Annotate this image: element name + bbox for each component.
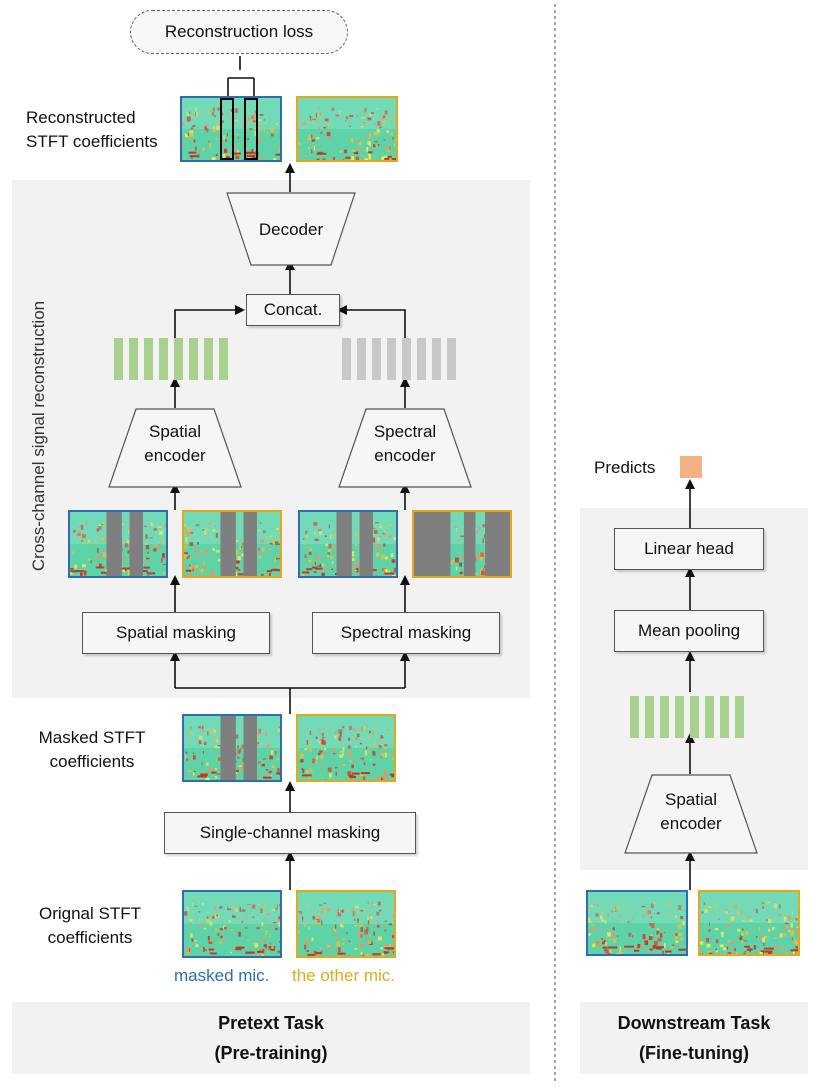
feature-token	[675, 696, 684, 738]
feature-token	[189, 338, 198, 380]
downstream-caption: Downstream Task (Fine-tuning)	[617, 1013, 771, 1063]
mean-pooling-label: Mean pooling	[637, 621, 741, 640]
pretext-caption: Pretext Task (Pre-training)	[214, 1013, 328, 1063]
spectral-encoder-shape	[338, 408, 472, 488]
feature-token	[630, 696, 639, 738]
feature-token	[342, 338, 351, 380]
decoder-shape	[226, 192, 356, 266]
decoder-label: Decoder	[258, 220, 324, 239]
pretext-caption-panel	[12, 1002, 530, 1074]
single-channel-masking-label: Single-channel masking	[199, 823, 381, 842]
predicts-label: Predicts	[594, 458, 656, 477]
concat-box: Concat.	[246, 294, 340, 326]
downstream-spatial-encoder-shape	[624, 774, 758, 854]
spectral-encoder-label: Spectral encoder	[373, 422, 437, 465]
masked-stft-label: Masked STFT coefficients	[38, 728, 146, 771]
mean-pooling-box: Mean pooling	[614, 610, 764, 652]
reconstructed-highlight-right	[244, 98, 258, 160]
masked-stft-other-mic-spectrogram	[296, 714, 396, 782]
feature-token	[159, 338, 168, 380]
spectral-masking-box: Spectral masking	[312, 612, 500, 654]
original-other-mic-spectrogram	[296, 890, 396, 958]
feature-token	[690, 696, 699, 738]
reconstruction-loss-cloud: Reconstruction loss	[130, 10, 348, 54]
feature-token	[645, 696, 654, 738]
reconstructed-masked-spectrogram	[180, 96, 282, 162]
feature-token	[114, 338, 123, 380]
spectral-masking-label: Spectral masking	[340, 623, 472, 642]
reconstructed-label: Reconstructed STFT coefficients	[26, 108, 158, 151]
feature-token	[129, 338, 138, 380]
reconstructed-highlight-left	[220, 98, 234, 160]
downstream-other-mic-spectrogram	[698, 890, 800, 956]
spatial-encoder-label: Spatial encoder	[144, 422, 206, 465]
section-divider	[554, 4, 556, 1084]
downstream-caption-panel	[580, 1002, 808, 1074]
feature-token	[204, 338, 213, 380]
spectral-other-mic-spectrogram	[412, 510, 512, 578]
spectral-masked-mic-spectrogram	[298, 510, 398, 578]
concat-label: Concat.	[263, 300, 323, 319]
linear-head-box: Linear head	[614, 528, 764, 570]
feature-token	[372, 338, 381, 380]
feature-token	[432, 338, 441, 380]
feature-token	[387, 338, 396, 380]
predict-output-square	[680, 456, 702, 478]
feature-token	[705, 696, 714, 738]
single-channel-masking-box: Single-channel masking	[164, 812, 416, 854]
legend-masked-mic: masked mic.	[174, 966, 270, 985]
feature-token	[660, 696, 669, 738]
feature-token	[447, 338, 456, 380]
feature-token	[144, 338, 153, 380]
feature-token	[735, 696, 744, 738]
spatial-masking-label: Spatial masking	[115, 623, 236, 642]
legend-other-mic: the other mic.	[292, 966, 395, 985]
cross-channel-side-label: Cross-channel signal reconstruction	[29, 300, 48, 572]
downstream-masked-mic-spectrogram	[586, 890, 688, 956]
feature-token	[357, 338, 366, 380]
spatial-masking-box: Spatial masking	[82, 612, 270, 654]
reconstruction-loss-label: Reconstruction loss	[164, 22, 314, 41]
original-stft-label: Orignal STFT coefficients	[38, 904, 142, 947]
feature-token	[174, 338, 183, 380]
masked-stft-masked-mic-spectrogram	[182, 714, 282, 782]
spatial-encoder-shape	[108, 408, 242, 488]
spatial-other-mic-spectrogram	[182, 510, 282, 578]
feature-token	[720, 696, 729, 738]
feature-token	[402, 338, 411, 380]
feature-token	[219, 338, 228, 380]
reconstructed-other-spectrogram	[296, 96, 398, 162]
original-masked-mic-spectrogram	[182, 890, 282, 958]
spatial-masked-mic-spectrogram	[68, 510, 168, 578]
linear-head-label: Linear head	[644, 539, 734, 558]
feature-token	[417, 338, 426, 380]
downstream-spatial-encoder-label: Spatial encoder	[660, 790, 722, 833]
